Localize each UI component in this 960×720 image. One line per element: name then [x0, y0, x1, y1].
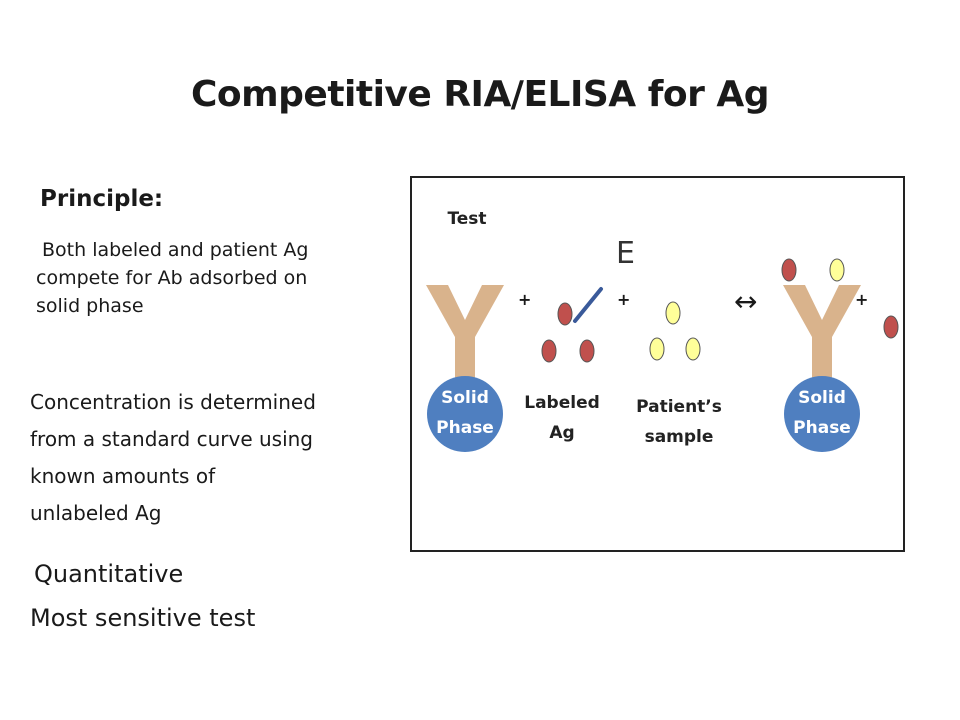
labeled-ag-label-line: Ag: [549, 423, 575, 443]
patient-sample-label-line: Patient’s: [636, 397, 722, 417]
right-antibody: [783, 285, 861, 383]
bound-patient-ag: [829, 258, 845, 282]
diagram-graphics: [426, 258, 899, 452]
slide-title: Competitive RIA/ELISA for Ag: [190, 74, 770, 115]
competitive-assay-diagram: Test E + + ↔ + Solid Phase Solid Phase L…: [410, 176, 905, 552]
concentration-line: known amounts of: [30, 464, 216, 488]
principle-heading: Principle:: [40, 186, 164, 212]
right-solid-phase-label-line: Solid: [798, 388, 846, 408]
right-solid-phase-label-line: Phase: [793, 418, 851, 438]
left-solid-phase-label-line: Phase: [436, 418, 494, 438]
concentration-line: unlabeled Ag: [30, 501, 162, 525]
test-label: Test: [447, 209, 487, 229]
equilibrium-arrow: ↔: [734, 285, 758, 318]
labeled-ag: [579, 339, 595, 363]
patient-ag: [685, 337, 701, 361]
labeled-ag: [557, 302, 573, 326]
patient-ag: [665, 301, 681, 325]
left-antibody-shape: [426, 285, 504, 383]
principle-line: Both labeled and patient Ag: [42, 239, 309, 261]
patient-sample-label: Patient’s sample: [624, 392, 734, 452]
principle-line: solid phase: [36, 295, 144, 317]
left-antibody: [426, 285, 504, 383]
free-labeled-ag: [883, 315, 899, 339]
right-solid-phase: [784, 376, 860, 452]
quantitative-text: Quantitative: [34, 560, 184, 588]
plus-sign: +: [617, 290, 631, 309]
labeled-ag-label-line: Labeled: [524, 393, 600, 413]
principle-text: Both labeled and patient Ag compete for …: [36, 236, 308, 320]
right-solid-phase-label: Solid Phase: [782, 383, 862, 443]
concentration-line: Concentration is determined: [30, 390, 316, 414]
left-solid-phase-label: Solid Phase: [425, 383, 505, 443]
enzyme-label-stick: [573, 287, 603, 323]
patient-sample-label-line: sample: [644, 427, 714, 447]
most-sensitive-text: Most sensitive test: [30, 604, 256, 632]
plus-sign: +: [518, 290, 532, 309]
right-antibody-shape: [783, 285, 861, 383]
labeled-ag-label: Labeled Ag: [512, 388, 612, 448]
concentration-line: from a standard curve using: [30, 427, 313, 451]
bound-labeled-ag: [781, 258, 797, 282]
principle-line: compete for Ab adsorbed on: [36, 267, 308, 289]
labeled-ag: [541, 339, 557, 363]
patient-ag: [649, 337, 665, 361]
left-solid-phase: [427, 376, 503, 452]
left-solid-phase-label-line: Solid: [441, 388, 489, 408]
concentration-text: Concentration is determined from a stand…: [30, 384, 316, 532]
enzyme-label: E: [616, 236, 635, 271]
plus-sign: +: [855, 290, 869, 309]
